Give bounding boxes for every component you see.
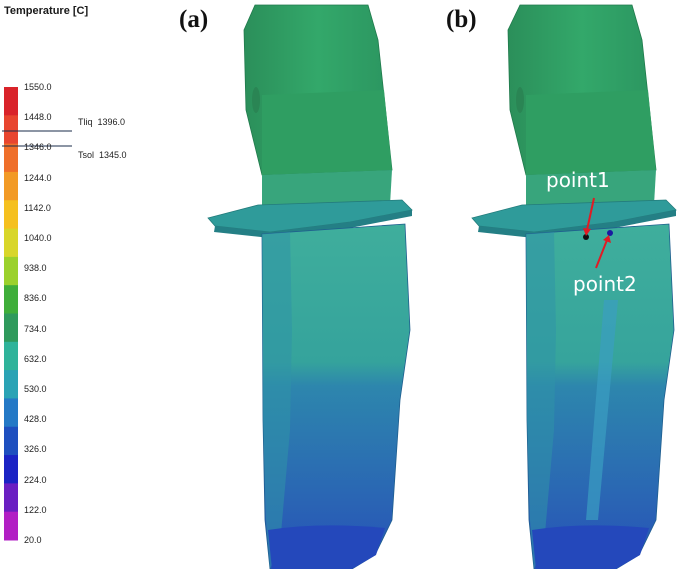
color-bar-segment bbox=[4, 87, 18, 116]
color-bar-segment bbox=[4, 256, 18, 286]
legend-tick-label: 326.0 bbox=[24, 444, 47, 455]
legend-tick-label: 428.0 bbox=[24, 414, 47, 425]
legend-tick-label: 1142.0 bbox=[24, 202, 51, 213]
liquidus-name: Tliq bbox=[78, 117, 93, 127]
color-bar-segment bbox=[4, 115, 18, 145]
solidus-label: Tsol 1345.0 bbox=[78, 150, 127, 160]
point2-label: point2 bbox=[573, 272, 637, 296]
color-bar-segment bbox=[4, 285, 18, 314]
point1-arrow bbox=[586, 197, 595, 231]
legend-title: Temperature [C] bbox=[4, 5, 89, 17]
blade-b-neck bbox=[526, 170, 656, 208]
color-bar-segment bbox=[4, 341, 18, 371]
color-bar-segment bbox=[4, 511, 18, 541]
point1-arrowhead bbox=[583, 228, 591, 236]
blade-a-hole bbox=[252, 87, 260, 113]
legend-tick-label: 836.0 bbox=[24, 293, 47, 304]
point2-marker bbox=[607, 230, 613, 236]
color-bar-segment bbox=[4, 171, 18, 201]
point2-arrow bbox=[595, 239, 608, 269]
color-bar-segment bbox=[4, 483, 18, 513]
point2-arrowhead bbox=[603, 235, 611, 243]
legend-tick-label: 1346.0 bbox=[24, 142, 52, 153]
legend-tick-label: 632.0 bbox=[24, 353, 47, 364]
blade-b-section-cut bbox=[586, 300, 618, 520]
color-bar-segment bbox=[4, 143, 18, 173]
color-bar-segment bbox=[4, 228, 18, 258]
legend-tick-label: 1550.0 bbox=[24, 82, 52, 92]
blade-b-shroud-face bbox=[526, 90, 656, 175]
liquidus-label: Tliq 1396.0 bbox=[78, 117, 125, 127]
blade-a-leading-edge bbox=[262, 232, 292, 569]
blade-a-tip bbox=[268, 525, 385, 569]
legend-tick-label: 1244.0 bbox=[24, 172, 52, 183]
legend-tick-label: 938.0 bbox=[24, 263, 47, 274]
legend-tick-label: 1448.0 bbox=[24, 112, 52, 123]
color-bar-segment bbox=[4, 370, 18, 399]
legend-tick-label: 734.0 bbox=[24, 323, 47, 334]
panel-b-label: (b) bbox=[446, 6, 477, 33]
color-bar-segment bbox=[4, 313, 18, 343]
solidus-name: Tsol bbox=[78, 150, 95, 160]
legend-tick-label: 122.0 bbox=[24, 504, 47, 515]
blade-b-hole bbox=[516, 87, 524, 113]
color-bar-segment bbox=[4, 200, 18, 230]
liquidus-value: 1396.0 bbox=[97, 117, 126, 127]
blade-a-neck bbox=[262, 170, 392, 208]
legend-tick-label: 20.0 bbox=[24, 535, 42, 545]
legend-tick-label: 224.0 bbox=[24, 474, 47, 485]
color-bar-segment bbox=[4, 426, 18, 456]
legend-tick-label: 1040.0 bbox=[24, 233, 52, 243]
point1-label: point1 bbox=[546, 168, 610, 192]
legend-tick-label: 530.0 bbox=[24, 384, 47, 394]
color-bar-segment bbox=[4, 398, 18, 428]
panel-a-label: (a) bbox=[179, 6, 209, 33]
blade-a-shroud-face bbox=[262, 90, 392, 175]
point1-marker bbox=[583, 234, 589, 240]
solidus-value: 1345.0 bbox=[99, 150, 127, 160]
blade-b-leading-edge bbox=[526, 232, 556, 569]
color-bar-segment bbox=[4, 455, 18, 484]
blade-b-tip bbox=[532, 525, 649, 569]
